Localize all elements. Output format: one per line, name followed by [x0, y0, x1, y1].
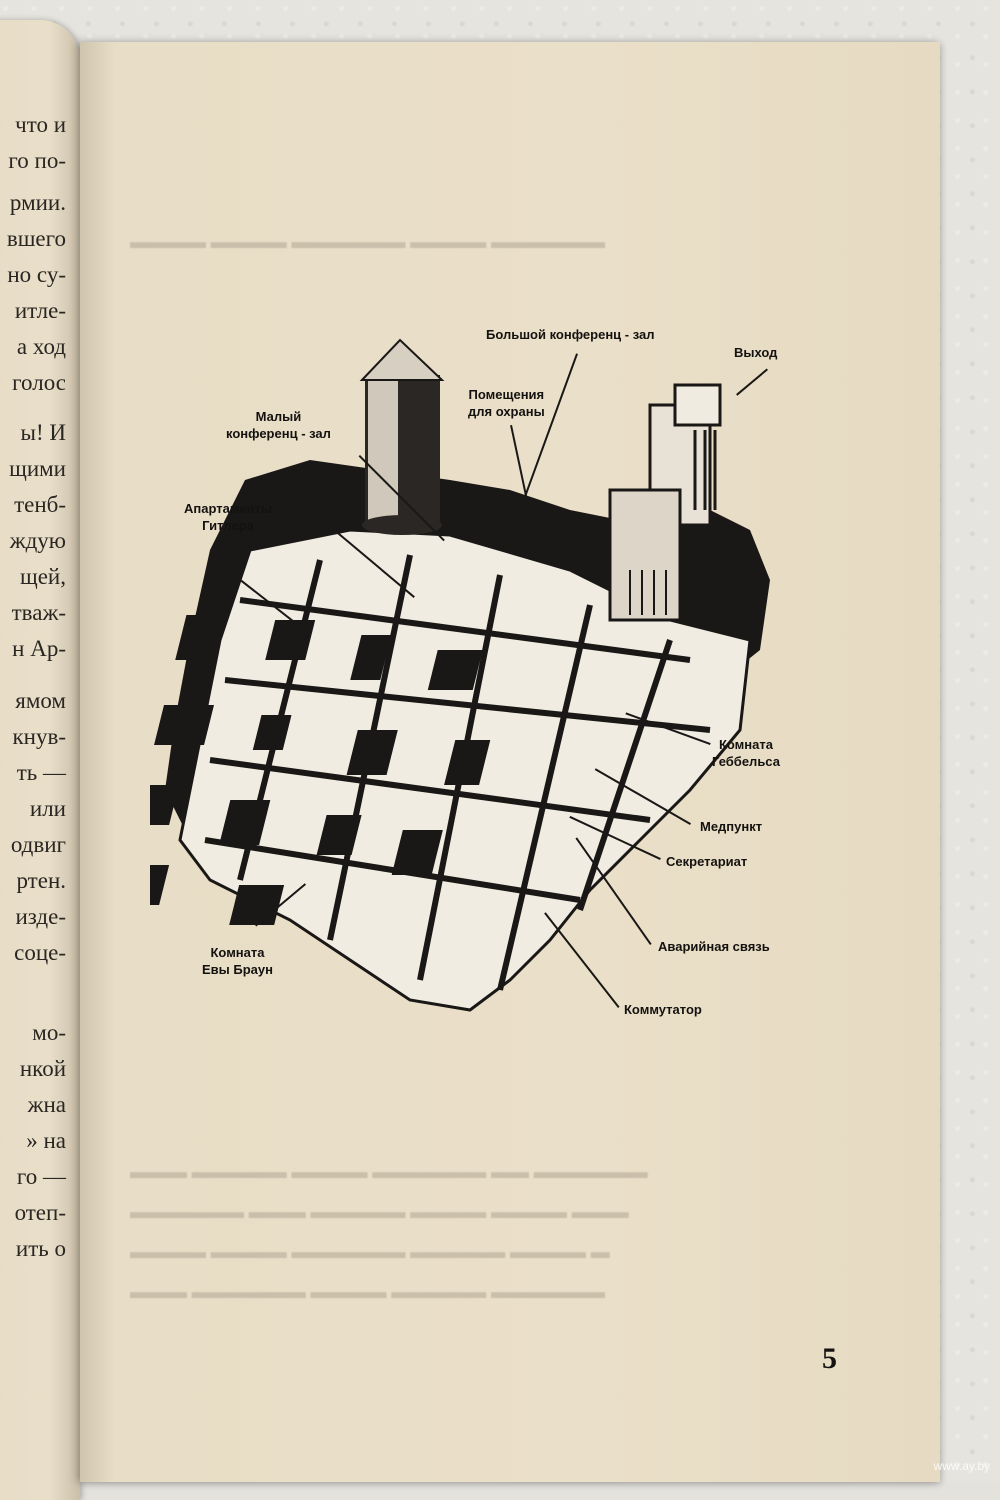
left-page: что и го по-рмии. вшего но су-итле-а ход гол…	[0, 20, 80, 1500]
left-page-text-line: но су-	[7, 262, 66, 287]
label-switchboard: Коммутатор	[624, 1002, 702, 1017]
label-guards-rooms: Помещения для охраны	[468, 387, 545, 419]
label-secretariat: Секретариат	[666, 854, 748, 869]
watermark: www.ay.by	[933, 1459, 990, 1473]
room-shadows	[150, 615, 491, 925]
left-page-text-line: ямом	[15, 688, 66, 713]
left-page-text-line: вшего	[6, 226, 66, 251]
left-page-text-line: ы! И	[20, 420, 66, 445]
left-page-text-line: одвиг	[10, 832, 66, 857]
exit-structure	[608, 383, 722, 622]
bleed-through-text: ▬▬▬▬▬▬ ▬▬▬ ▬▬▬▬▬ ▬▬▬▬ ▬▬▬▬ ▬▬▬	[130, 1202, 629, 1223]
left-page-text-line: отеп-	[14, 1200, 66, 1225]
left-page-text-line: кнув-	[12, 724, 66, 749]
left-page-text-line: что и	[15, 112, 66, 137]
left-page-text-line: тваж-	[11, 600, 66, 625]
label-small-conference-hall: Малый конференц - зал	[226, 409, 331, 441]
left-page-text-line: или	[29, 796, 66, 821]
label-exit: Выход	[734, 345, 778, 360]
label-big-conference-hall: Большой конференц - зал	[486, 327, 655, 342]
left-page-text-line: соце-	[14, 940, 66, 965]
left-page-text-line: го —	[16, 1164, 66, 1189]
bunker-illustration	[150, 338, 770, 1012]
left-page-text-line: го по-	[8, 148, 66, 173]
left-page-text-line: ить о	[15, 1236, 66, 1261]
bleed-through-text: ▬▬▬ ▬▬▬▬▬ ▬▬▬▬ ▬▬▬▬▬▬ ▬▬ ▬▬▬▬▬▬	[130, 1162, 648, 1183]
label-emergency-link: Аварийная связь	[658, 939, 770, 954]
left-page-text-line: ть —	[16, 760, 66, 785]
bleed-through-text: ▬▬▬ ▬▬▬▬▬▬ ▬▬▬▬ ▬▬▬▬▬ ▬▬▬▬▬▬	[130, 1282, 605, 1303]
left-page-text-line: ртен.	[16, 868, 66, 893]
left-page-text-line: н Ар-	[12, 636, 66, 661]
left-page-text-line: нкой	[19, 1056, 66, 1081]
page-number: 5	[822, 1342, 837, 1375]
left-page-text-line: жна	[27, 1092, 66, 1117]
left-page-text-line: тенб-	[14, 492, 66, 517]
label-hitler-apartments: Апартаменты Гитлера	[184, 501, 273, 533]
left-page-text-line: » на	[26, 1128, 66, 1153]
left-page-text-line: рмии.	[9, 190, 66, 215]
bleed-through-text: ▬▬▬▬ ▬▬▬▬ ▬▬▬▬▬▬ ▬▬▬▬▬ ▬▬▬▬ ▬	[130, 1242, 610, 1263]
left-page-text-line: изде-	[15, 904, 66, 929]
left-page-text-line: а ход	[16, 334, 66, 359]
left-page-text-line: ждую	[9, 528, 66, 553]
label-goebbels-room: Комната Геббельса	[712, 737, 780, 769]
label-medpunkt: Медпункт	[700, 819, 763, 834]
label-eva-braun-room: Комната Евы Браун	[202, 945, 273, 977]
left-page-text-line: голос	[12, 370, 66, 395]
left-page-text-line: щими	[9, 456, 66, 481]
left-page-text-line: мо-	[32, 1020, 66, 1045]
bleed-through-text: ▬▬▬▬ ▬▬▬▬ ▬▬▬▬▬▬ ▬▬▬▬ ▬▬▬▬▬▬	[130, 232, 605, 253]
left-page-text-line: итле-	[14, 298, 66, 323]
left-page-text-line: щей,	[20, 564, 66, 589]
tower	[359, 338, 445, 535]
